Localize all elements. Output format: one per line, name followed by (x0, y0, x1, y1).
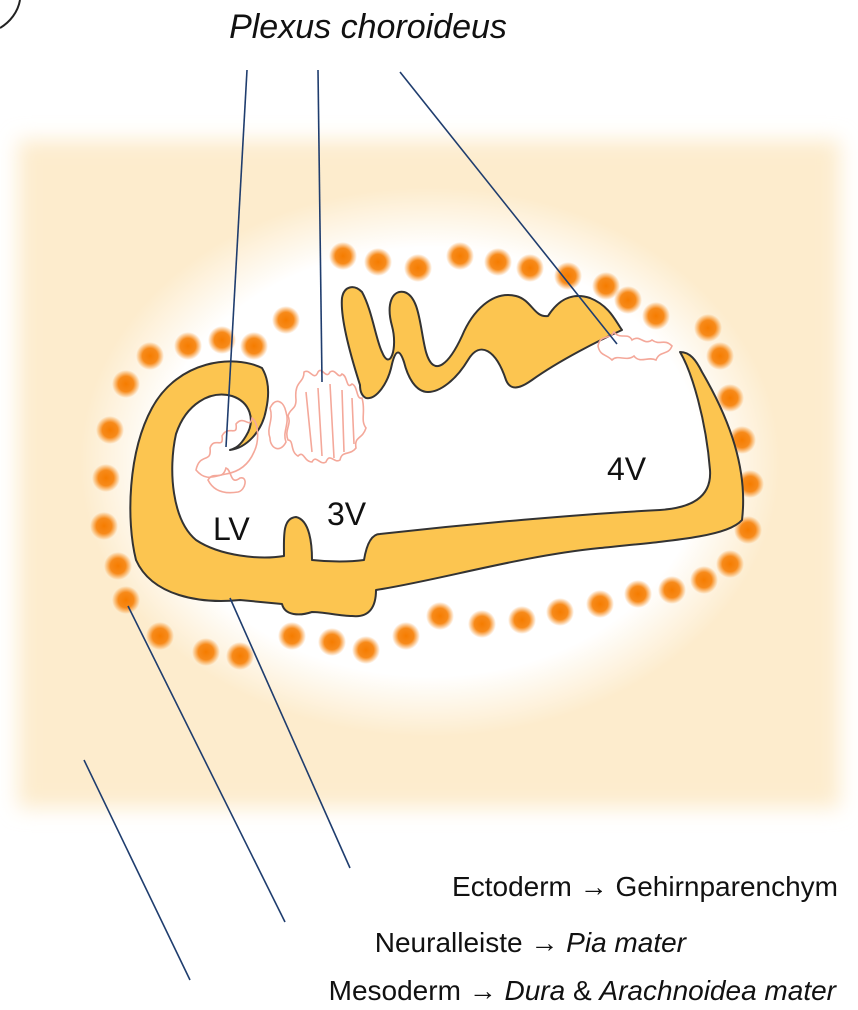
neural-crest-dot (174, 332, 202, 360)
neural-crest-dot (112, 370, 140, 398)
neural-crest-dot (272, 306, 300, 334)
plexus-title: Plexus choroideus (229, 8, 507, 46)
neural-crest-dot (352, 636, 380, 664)
neural-crest-dot (468, 610, 496, 638)
neural-crest-dot (318, 628, 346, 656)
label-lateral-ventricle: LV (213, 511, 250, 547)
neural-crest-dot (642, 302, 670, 330)
neural-crest-dot (146, 622, 174, 650)
neural-crest-dot (508, 606, 536, 634)
neural-crest-dot (706, 342, 734, 370)
neural-crest-dot (226, 642, 254, 670)
neural-crest-dot (278, 622, 306, 650)
neural-crest-dot (364, 248, 392, 276)
label-fourth-ventricle: 4V (607, 451, 647, 487)
neural-crest-dot (546, 598, 574, 626)
neural-crest-dot (554, 262, 582, 290)
neural-crest-dot (694, 314, 722, 342)
neural-crest-dot (90, 512, 118, 540)
neural-crest-dot (329, 242, 357, 270)
neural-crest-dot (240, 332, 268, 360)
neural-crest-dot (426, 602, 454, 630)
neural-crest-dot (484, 248, 512, 276)
neural-crest-dot (658, 576, 686, 604)
neural-crest-dot (716, 550, 744, 578)
neural-crest-dot (104, 552, 132, 580)
neural-crest-dot (96, 416, 124, 444)
neural-crest-dot (690, 566, 718, 594)
legend-mesoderm: Mesoderm → Dura & Arachnoidea mater (329, 975, 838, 1006)
neural-crest-dot (614, 286, 642, 314)
neural-crest-dot (136, 342, 164, 370)
neural-crest-dot (404, 254, 432, 282)
neural-crest-dot (92, 464, 120, 492)
neural-crest-dot (392, 622, 420, 650)
legend-neural-crest: Neuralleiste → Pia mater (375, 927, 688, 958)
neural-crest-dot (192, 638, 220, 666)
neural-crest-dot (112, 586, 140, 614)
neural-crest-dot (624, 580, 652, 608)
corner-arc (0, 0, 20, 28)
legend-ectoderm: Ectoderm → Gehirnparenchym (452, 871, 838, 902)
neural-crest-dot (516, 254, 544, 282)
neural-crest-dot (586, 590, 614, 618)
label-third-ventricle: 3V (327, 496, 367, 532)
neural-crest-dot (446, 242, 474, 270)
